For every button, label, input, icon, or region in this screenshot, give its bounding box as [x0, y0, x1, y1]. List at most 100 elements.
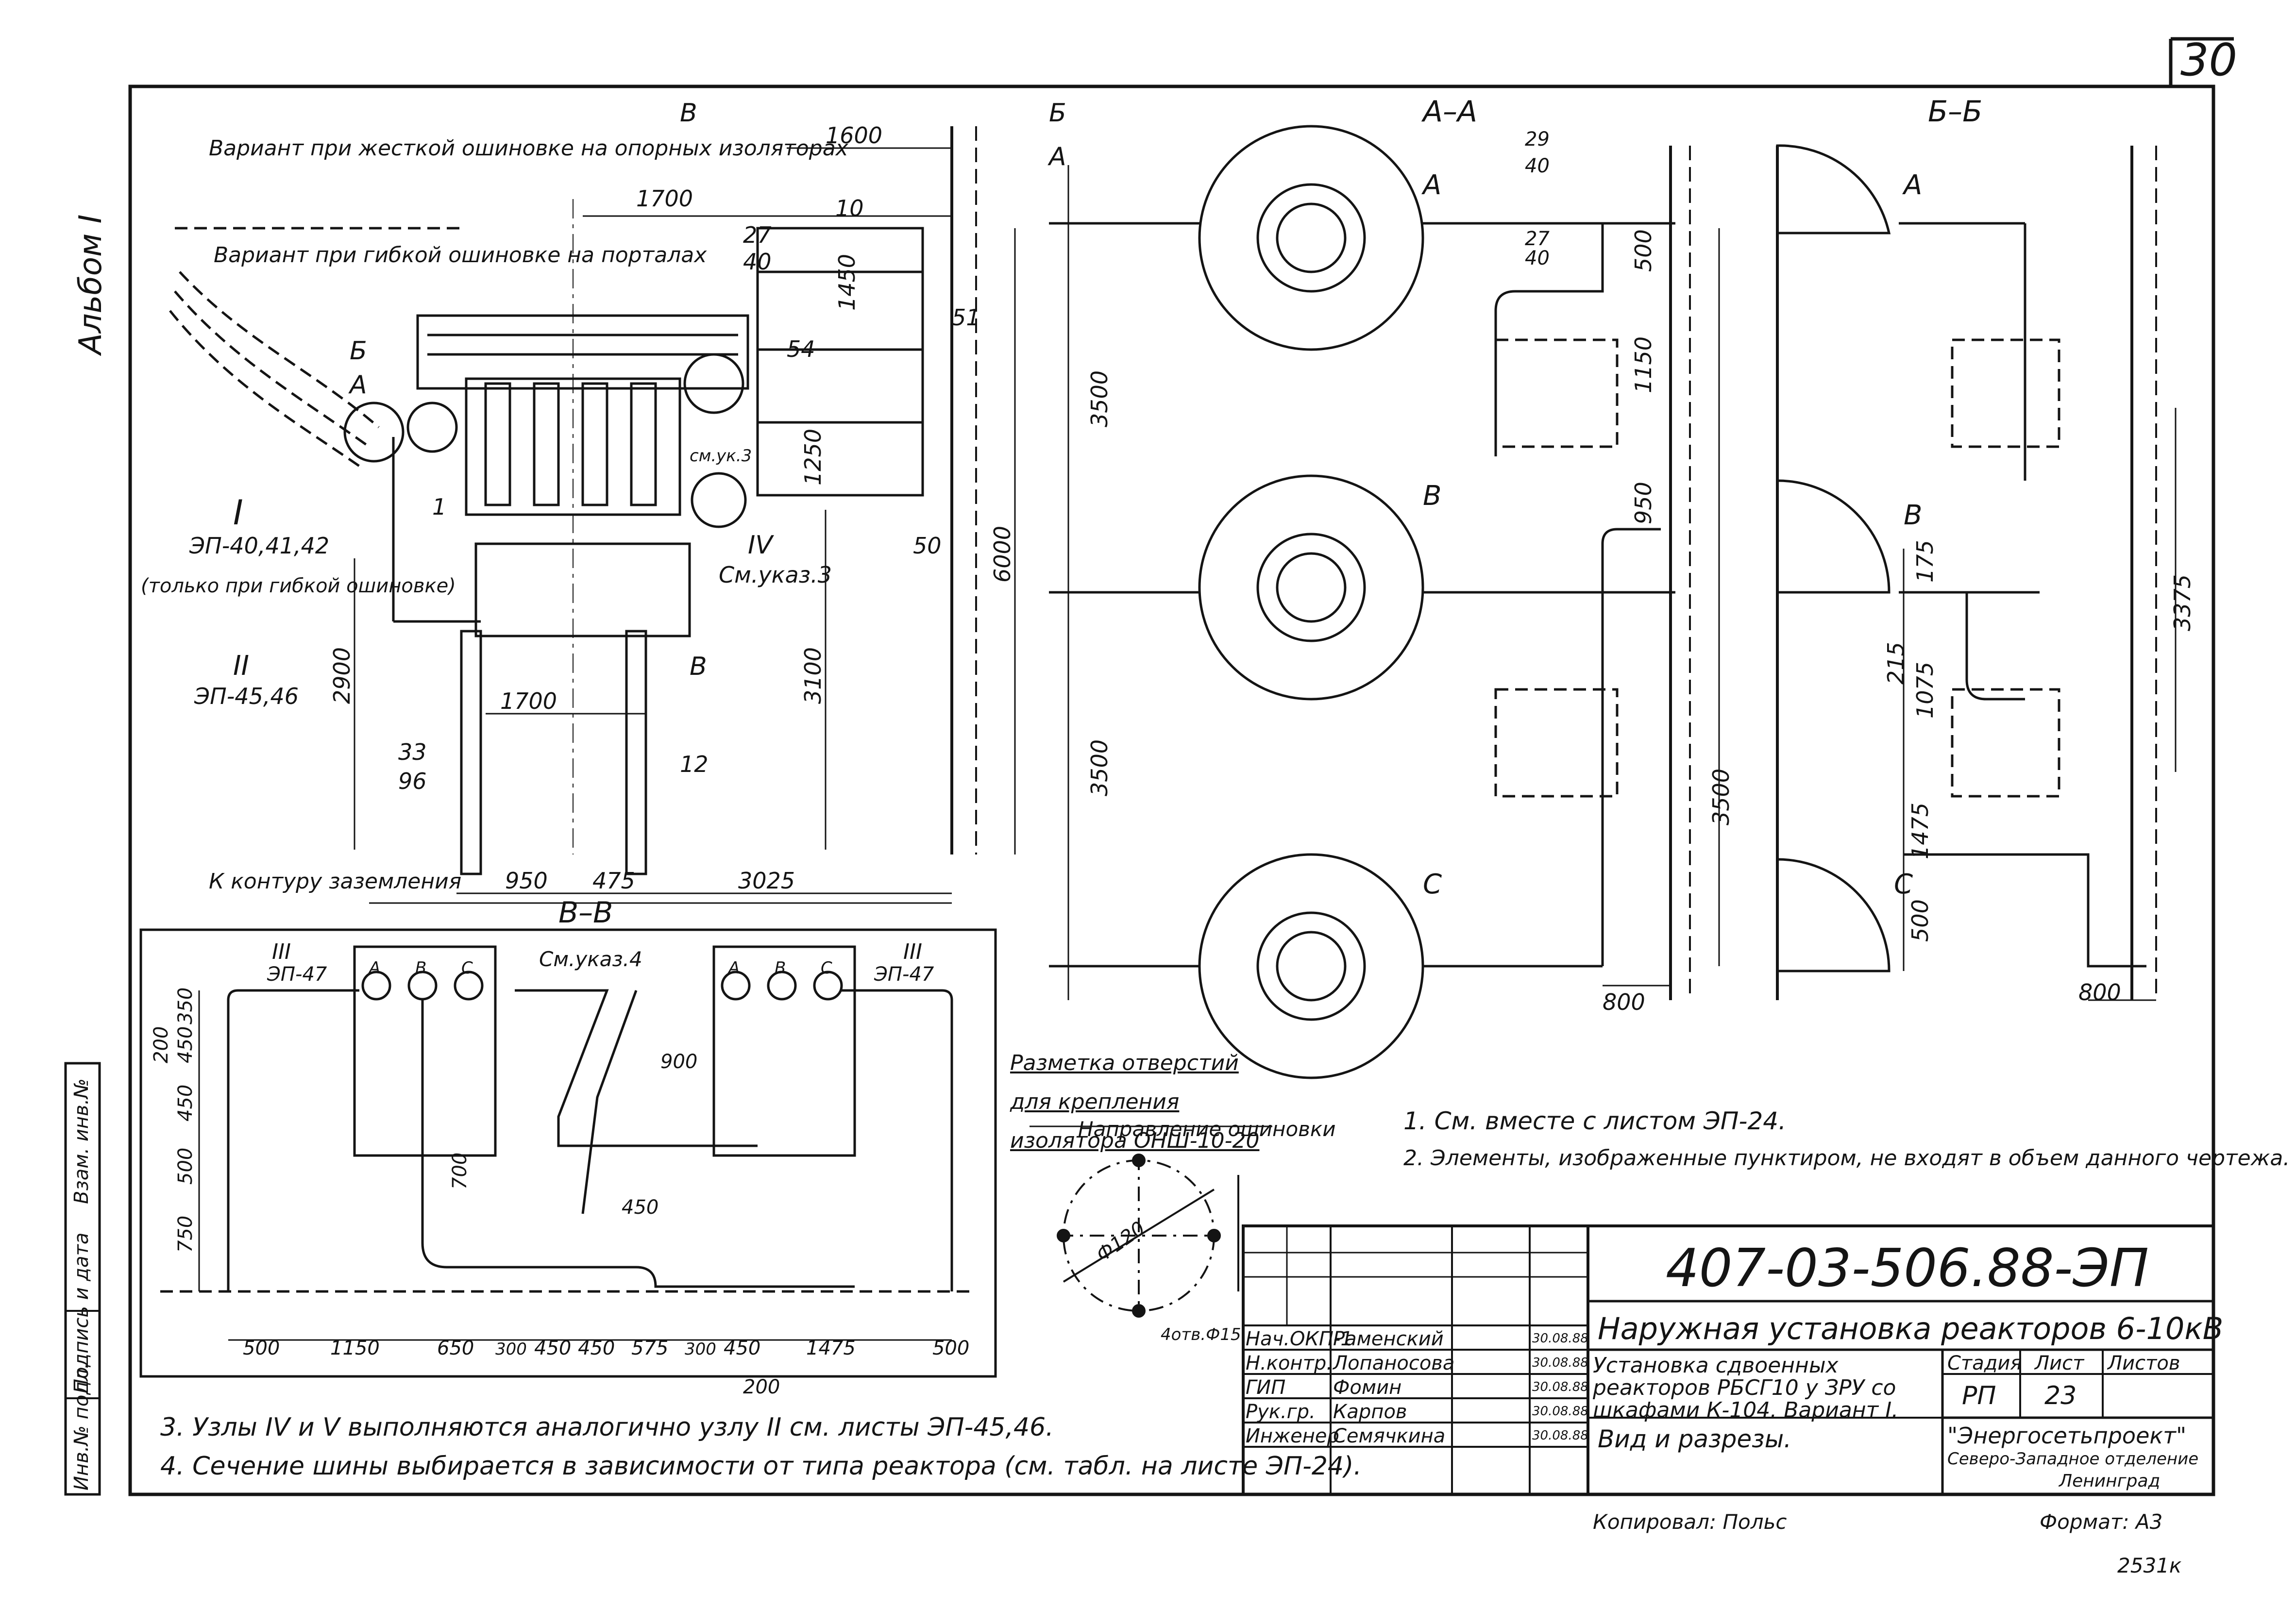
pos-AA-29: 29 [1525, 128, 1550, 151]
note-1: 1. См. вместе с листом ЭП-24. [1403, 1107, 1786, 1135]
section-AA-title: А–А [1421, 95, 1477, 129]
pos-1: 1 [432, 494, 446, 520]
VV-dim-500: 500 [174, 1148, 197, 1185]
title-drawing-name: Вид и разрезы. [1598, 1425, 1792, 1453]
VV-phase-B-left: B [415, 958, 426, 978]
section-mark-A-left: А [348, 370, 367, 400]
signer-name-1: Раменский [1333, 1328, 1444, 1350]
signer-name-5: Семячкина [1333, 1425, 1446, 1447]
pos-AA-40b: 40 [1525, 247, 1550, 269]
VV-phase-C-right: C [821, 958, 832, 978]
section-BB-phase-C: C [1894, 869, 1913, 900]
VV-dim-bottom-575: 575 [631, 1337, 668, 1359]
callout-node-II: II [233, 650, 249, 682]
title-object: Наружная установка реакторов 6-10кВ [1598, 1311, 2224, 1346]
title-sheet-label: Лист [2035, 1352, 2084, 1374]
pos-10: 10 [835, 195, 864, 221]
footer-format: Формат: А3 [2040, 1510, 2163, 1534]
note-2: 2. Элементы, изображенные пунктиром, не … [1403, 1146, 2290, 1171]
side-strip-frame [64, 1062, 101, 1496]
callout-grounding: К контуру заземления [209, 869, 461, 894]
pos-54: 54 [787, 336, 815, 362]
section-mark-V-top: В [680, 99, 697, 128]
VV-dim-bottom-450c: 450 [724, 1337, 760, 1359]
dim-AA-3500-1: 3500 [1086, 370, 1113, 427]
dim-1700-top: 1700 [636, 185, 693, 212]
signer-role-4: Рук.гр. [1246, 1401, 1316, 1423]
title-stage-label: Стадия [1947, 1352, 2022, 1374]
VV-dim-450a: 450 [174, 1026, 197, 1063]
callout-node-IV-ref: См.указ.3 [719, 562, 832, 588]
pos-50: 50 [913, 533, 942, 559]
VV-node-right: III [903, 939, 922, 964]
callout-node-I-ref: ЭП-40,41,42 [189, 533, 329, 559]
title-sheet-title: Установка сдвоенных реакторов РБСГ10 у З… [1593, 1353, 1899, 1423]
section-BB-title: Б–Б [1928, 95, 1982, 129]
pos-AA-40: 40 [1525, 155, 1550, 177]
VV-node-right-ref: ЭП-47 [874, 963, 934, 986]
dim-3025: 3025 [738, 868, 795, 894]
section-mark-A-top: А [1047, 142, 1066, 171]
dim-AA-800: 800 [1603, 989, 1645, 1015]
callout-node-I-note: (только при гибкой ошиновке) [141, 575, 456, 597]
title-sheets-label: Листов [2108, 1352, 2180, 1374]
signer-name-4: Карпов [1333, 1401, 1407, 1423]
dim-BB-175: 175 [1912, 540, 1938, 583]
callout-node-III-ref: см.ук.3 [690, 446, 752, 466]
signer-role-5: Инженер [1246, 1425, 1339, 1447]
hole-marking-view [1030, 1125, 1272, 1318]
callout-variant-flexible: Вариант при гибкой ошиновке на порталах [214, 243, 707, 268]
VV-dim-bottom-500b: 500 [932, 1337, 969, 1359]
title-city: Ленинград [2059, 1471, 2161, 1491]
dim-2900: 2900 [329, 647, 355, 704]
VV-dim-bottom-1150: 1150 [330, 1337, 380, 1359]
VV-dim-bottom-1475: 1475 [806, 1337, 856, 1359]
VV-dim-bottom-300b: 300 [685, 1340, 716, 1359]
hole-marking-title: Разметка отверстий для крепления изолято… [1010, 1051, 1260, 1153]
VV-dim-200: 200 [150, 1026, 172, 1063]
dim-AA-1150: 1150 [1630, 336, 1656, 393]
dim-6000: 6000 [989, 526, 1015, 583]
callout-node-IV: IV [748, 531, 774, 560]
VV-dim-900: 900 [660, 1051, 697, 1073]
VV-dim-bottom-450a: 450 [534, 1337, 571, 1359]
note-4: 4. Сечение шины выбирается в зависимости… [160, 1452, 1362, 1481]
VV-dim-200b: 200 [743, 1376, 780, 1398]
VV-note: См.указ.4 [539, 947, 642, 971]
title-sheet: 23 [2044, 1381, 2077, 1410]
section-AA-phase-A: A [1421, 169, 1441, 201]
pos-51: 51 [952, 304, 980, 331]
VV-dim-350: 350 [174, 988, 197, 1024]
hole-marking-direction: Направление ошиновки [1078, 1117, 1336, 1141]
VV-phase-A-right: A [727, 958, 740, 978]
dim-AA-500: 500 [1630, 229, 1656, 272]
dim-BB-800: 800 [2078, 979, 2121, 1005]
VV-node-left: III [272, 939, 291, 964]
VV-dim-700: 700 [449, 1153, 471, 1189]
title-code: 407-03-506.88-ЭП [1666, 1238, 2149, 1299]
section-AA-phase-C: C [1423, 869, 1442, 900]
reactor-base [474, 542, 691, 637]
signer-name-2: Лопаносова [1333, 1352, 1455, 1374]
section-AA-phase-B: B [1423, 480, 1441, 512]
dim-1600: 1600 [826, 122, 882, 149]
hole-marking-diameter: Ф120 [1092, 1217, 1149, 1266]
section-mark-B-top: Б [1049, 99, 1066, 128]
section-BB-view [1776, 144, 2177, 1001]
dim-3100: 3100 [800, 647, 826, 704]
dim-1450: 1450 [834, 254, 860, 311]
footer-inventory: 2531к [2117, 1554, 2182, 1577]
pos-27: 27 [743, 222, 772, 248]
VV-phase-A-left: A [368, 958, 380, 978]
dim-1700-bottom: 1700 [500, 688, 557, 714]
section-BB-phase-B: B [1904, 500, 1922, 531]
dim-BB-215: 215 [1883, 642, 1909, 685]
dim-BB-3375: 3375 [2169, 574, 2195, 631]
callout-node-I: I [233, 493, 243, 533]
signer-date-4: 30.08.88 [1532, 1404, 1588, 1419]
callout-variant-rigid: Вариант при жесткой ошиновке на опорных … [209, 136, 849, 161]
main-elevation-view [169, 126, 1016, 904]
signer-date-5: 30.08.88 [1532, 1428, 1588, 1443]
